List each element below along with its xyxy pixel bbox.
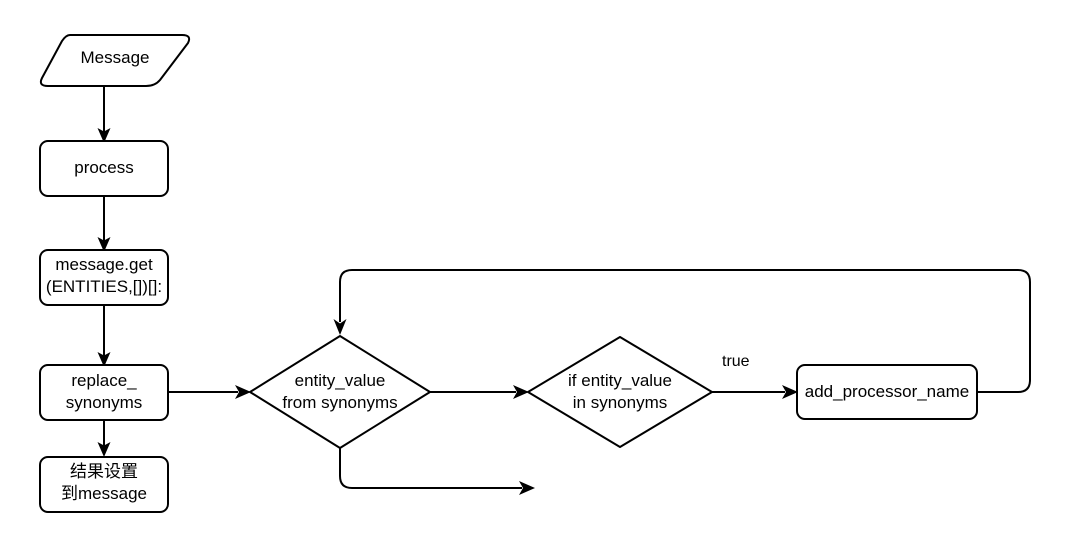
- node-result-label: 结果设置 到message: [40, 461, 168, 505]
- node-decision2-line-1: if entity_value: [568, 371, 672, 390]
- node-process-line-1: process: [74, 158, 134, 177]
- node-process[interactable]: [39, 140, 169, 197]
- node-message-line-1: Message: [80, 48, 150, 67]
- edge-add-processor-loop-to-diamond1: [333, 269, 1031, 393]
- node-message-label: Message: [40, 47, 190, 69]
- node-message-get[interactable]: [39, 249, 169, 306]
- node-decision1-line-1: entity_value: [294, 371, 386, 390]
- edge-message-to-process: [97, 85, 111, 143]
- node-replace-synonyms-line-2: synonyms: [65, 393, 143, 412]
- edge-label-true: true: [722, 353, 750, 370]
- node-process-label: process: [40, 157, 168, 179]
- node-message-get-line-2: (ENTITIES,[])[]:: [45, 277, 163, 296]
- node-add-processor-name-line-1: add_processor_name: [804, 382, 970, 401]
- edge-message-get-to-replace: [97, 305, 111, 367]
- node-decision1-line-2: from synonyms: [282, 393, 398, 412]
- node-replace-synonyms-line-1: replace_: [71, 371, 137, 390]
- edge-diamond1-exit: [339, 448, 535, 495]
- node-add-processor-name-label: add_processor_name: [793, 381, 981, 403]
- node-result-to-message[interactable]: [39, 456, 169, 513]
- node-decision2-line-2: in synonyms: [572, 393, 668, 412]
- node-result-line-2: 到message: [61, 484, 147, 503]
- node-message-get-label: message.get (ENTITIES,[])[]:: [24, 254, 184, 298]
- edge-diamond1-to-diamond2: [430, 385, 529, 399]
- node-replace-synonyms[interactable]: [39, 364, 169, 421]
- node-add-processor-name[interactable]: [796, 364, 978, 420]
- edge-process-to-message-get: [97, 196, 111, 252]
- node-result-line-1: 结果设置: [70, 462, 138, 481]
- node-decision2-label: if entity_value in synonyms: [528, 370, 712, 414]
- edge-replace-to-diamond1: [168, 385, 251, 399]
- node-message-shape[interactable]: [39, 34, 191, 87]
- edge-replace-to-result: [97, 420, 111, 457]
- edge-diamond2-to-add-processor: [712, 385, 798, 399]
- node-replace-synonyms-label: replace_ synonyms: [40, 370, 168, 414]
- node-message-get-line-1: message.get: [55, 255, 153, 274]
- node-decision-if-entity-value-in-synonyms[interactable]: [527, 336, 713, 448]
- node-decision1-label: entity_value from synonyms: [250, 370, 430, 414]
- node-decision-entity-value-from-synonyms[interactable]: [249, 335, 431, 449]
